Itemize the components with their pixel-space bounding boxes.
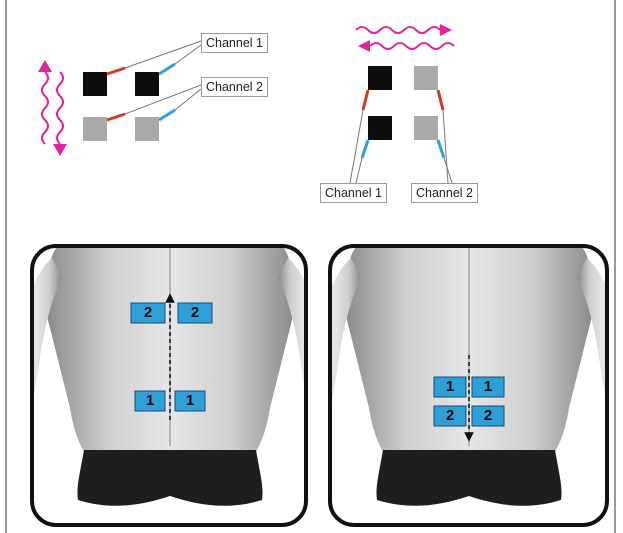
panel-left [0,146,339,525]
electrode-dark-4 [368,116,392,140]
wave-arrowhead-down [53,144,67,156]
electrode-gray-1 [83,117,107,141]
connector-1a [125,41,201,68]
connector-3b [356,158,362,183]
lead-red-2 [107,114,125,120]
electrode-dark-1 [83,72,107,96]
lead-blue-2 [159,110,175,120]
top-right-schematic [350,24,454,183]
pad-number-right-lower-a: 2 [433,406,467,426]
horizontal-wave-arrows [356,27,454,49]
electrode-gray-4 [414,116,438,140]
label-channel-2-top-right: Channel 2 [411,183,478,203]
pad-number-left-upper-a: 2 [131,303,165,323]
electrode-gray-2 [135,117,159,141]
electrode-dark-2 [135,72,159,96]
label-channel-1-top-left: Channel 1 [201,33,268,53]
lead-blue-1 [159,64,175,74]
label-channel-1-top-right: Channel 1 [320,183,387,203]
wave-arrowhead-right [440,24,452,36]
lead-red-1 [107,68,125,74]
electrode-gray-3 [414,66,438,90]
connector-2b [175,89,201,110]
top-left-schematic [38,41,201,156]
pad-number-right-lower-b: 2 [471,406,505,426]
label-channel-2-top-left: Channel 2 [201,77,268,97]
pad-number-right-upper-b: 1 [471,377,505,397]
lead-red-4 [438,90,443,110]
pad-number-right-upper-a: 1 [433,377,467,397]
pad-number-left-upper-b: 2 [178,303,212,323]
connector-1b [175,45,201,64]
connector-3a [350,110,363,183]
wave-arrowhead-left [358,40,370,52]
connector-4a [443,110,448,183]
pad-number-left-lower-b: 1 [173,391,207,411]
wave-arrowhead-up [38,60,52,72]
electrode-dark-3 [368,66,392,90]
lead-blue-4 [438,140,444,158]
pad-number-left-lower-a: 1 [133,391,167,411]
lead-blue-3 [362,140,368,158]
vertical-wave-arrows [42,72,63,144]
lead-red-3 [363,90,368,110]
